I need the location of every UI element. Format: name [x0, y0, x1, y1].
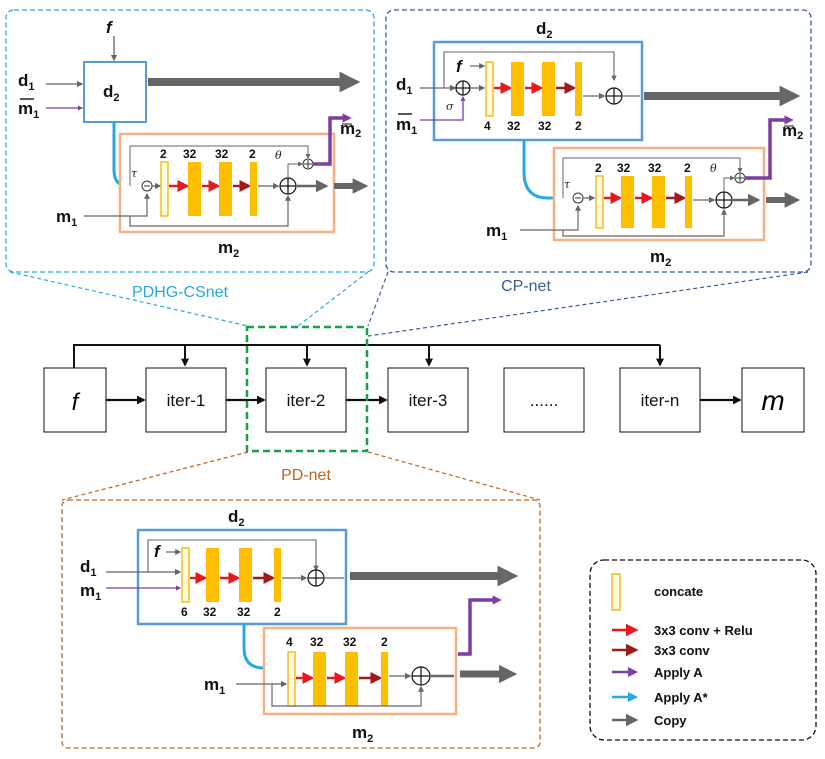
pd-d2-ch-2: 32: [237, 605, 251, 619]
legend: concate 3x3 conv + Relu 3x3 conv Apply A…: [589, 559, 817, 741]
cp-d2-ch-2: 32: [538, 119, 552, 133]
cp-d2-ch-0: 4: [484, 119, 491, 133]
pd-m2-ch-1: 32: [310, 635, 324, 649]
pdhg-d1-label: d1: [18, 71, 35, 93]
legend-item-apply-a-star: Apply A*: [654, 690, 709, 705]
iter-3-box: [387, 367, 469, 433]
legend-item-copy: Copy: [654, 713, 687, 728]
cp-d2-title: d2: [536, 19, 553, 41]
cp-d2-ch-3: 2: [575, 119, 582, 133]
pdhg-f-label: f: [106, 18, 114, 37]
legend-frame: [589, 559, 817, 741]
iter-2-box: [265, 367, 347, 433]
cp-panel-border: [385, 9, 812, 273]
cp-m1bar-label: m1: [396, 115, 417, 137]
chain-input-box: [43, 367, 107, 433]
cp-m2bar-label: m2: [782, 121, 803, 142]
pdhg-ch-2: 32: [215, 147, 229, 161]
pd-d2-ch-1: 32: [203, 605, 217, 619]
cp-d1-label: d1: [396, 75, 413, 97]
legend-item-conv: 3x3 conv: [654, 643, 710, 658]
pd-m2-box: [262, 626, 458, 716]
cp-m2-ch-0: 2: [595, 161, 602, 175]
pd-m2-ch-0: 4: [286, 635, 293, 649]
pd-m1-label: m1: [80, 581, 101, 603]
cp-theta: θ: [710, 162, 717, 175]
pd-d1-label: d1: [80, 557, 97, 579]
pd-d2-ch-3: 2: [274, 605, 281, 619]
iter-2-label: iter-2: [287, 391, 326, 410]
pd-f-label: f: [154, 542, 162, 561]
pdhg-ch-1: 32: [183, 147, 197, 161]
cp-sigma: σ: [446, 100, 454, 113]
pdhg-panel-title: PDHG-CSnet: [132, 284, 229, 301]
pdhg-m1bar-label: m1: [18, 99, 39, 121]
chain-input-label: f: [72, 389, 81, 416]
pdhg-theta: θ: [275, 149, 282, 162]
pd-d2-title: d2: [228, 507, 245, 529]
pd-d2-ch-0: 6: [181, 605, 188, 619]
pdhg-d2-box: [83, 61, 147, 123]
cp-m2-ch-3: 2: [684, 161, 691, 175]
pd-m2-label: m2: [352, 723, 373, 745]
cp-d2-ch-1: 32: [507, 119, 521, 133]
cp-m2-ch-2: 32: [648, 161, 662, 175]
pdhg-tau: τ: [131, 167, 138, 180]
legend-item-apply-a: Apply A: [654, 665, 703, 680]
pd-panel-title: PD-net: [281, 467, 331, 484]
chain-output-label: m: [761, 385, 784, 416]
cp-net-panel: d2 d1 m1 σ f 4 32 32 2 τ: [385, 9, 812, 295]
cp-m2-ch-1: 32: [617, 161, 631, 175]
pdhg-panel-border: [5, 9, 375, 273]
iter-1-box: [145, 367, 227, 433]
iter-ellipsis-box: [503, 367, 585, 433]
pdhg-m1-label: m1: [56, 207, 77, 229]
pd-m2-ch-2: 32: [343, 635, 357, 649]
iter-1-label: iter-1: [167, 391, 206, 410]
cp-tau: τ: [564, 178, 571, 191]
iteration-chain: f iter-1 iter-2 iter-3 ...... iter-n m: [43, 325, 805, 453]
pdhg-ch-3: 2: [249, 147, 256, 161]
pdhg-ch-0: 2: [160, 147, 167, 161]
chain-output-box: [741, 367, 805, 433]
pd-m1-lower-label: m1: [204, 675, 225, 697]
cp-f-label: f: [456, 57, 464, 76]
legend-item-conv-relu: 3x3 conv + Relu: [654, 623, 753, 638]
cp-m2-label: m2: [650, 247, 671, 269]
pdhg-m2-label: m2: [218, 238, 239, 260]
cp-m1-label: m1: [486, 221, 507, 243]
pd-net-panel: PD-net d2 d1 m1 f 6 32 32 2: [61, 467, 541, 749]
pdhg-csnet-panel: f d1 m1 d2 τ 2 32 32 2: [5, 9, 375, 301]
cp-panel-title: CP-net: [501, 278, 551, 295]
pdhg-m2bar-label: m2: [340, 119, 361, 140]
iter-3-label: iter-3: [409, 391, 448, 410]
iter-2-zoom-frame: [245, 325, 369, 453]
pdhg-d2-label: d2: [103, 82, 120, 104]
pd-m2-ch-3: 2: [381, 635, 388, 649]
legend-item-concate: concate: [654, 584, 703, 599]
pd-panel-border: [61, 499, 541, 749]
legend-concat-swatch: [611, 573, 621, 611]
iter-n-label: iter-n: [641, 391, 680, 410]
iter-ellipsis-label: ......: [530, 391, 558, 410]
